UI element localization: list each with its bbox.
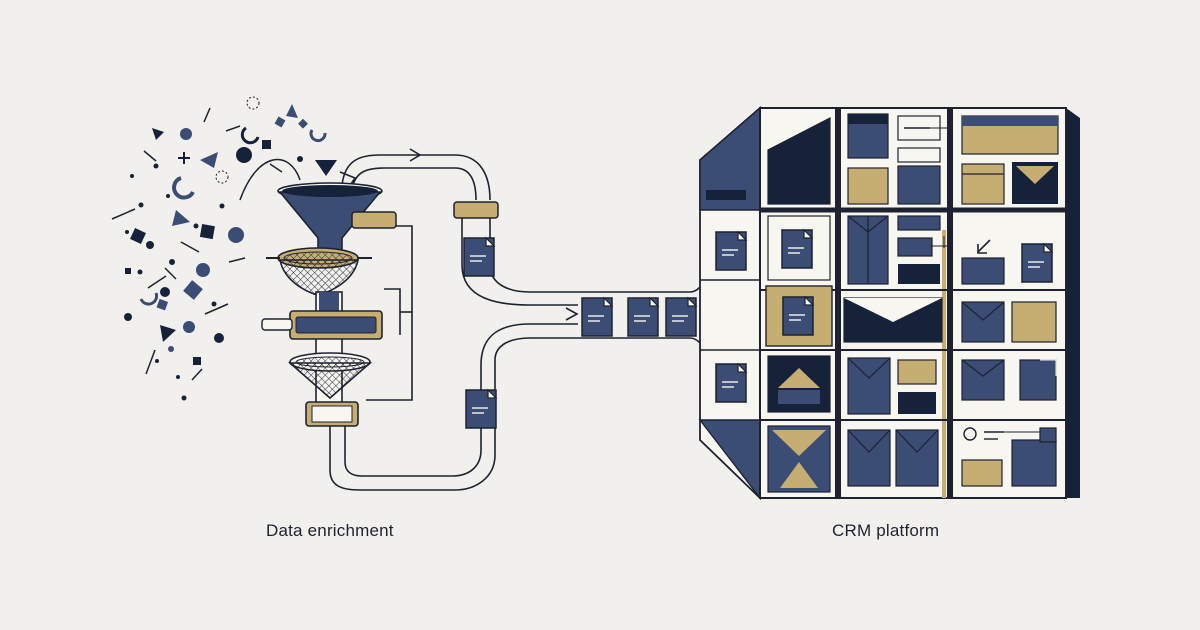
- mixing-chamber: [261, 310, 383, 340]
- sieve-icon: [287, 352, 373, 400]
- arrow-icon: [339, 148, 579, 321]
- crm-platform-caption: CRM platform: [832, 521, 940, 540]
- outlet-ring: [305, 401, 359, 427]
- sieve-icon: [266, 247, 372, 296]
- pipe-network: [329, 154, 741, 491]
- document-icon: [665, 297, 697, 337]
- funnel-icon: [277, 182, 397, 263]
- document-icon: [463, 237, 495, 277]
- data-particles: [111, 96, 337, 401]
- pipe-clamp: [453, 201, 499, 219]
- document-icon: [581, 297, 613, 337]
- document-icon: [715, 363, 747, 403]
- document-icon: [465, 389, 497, 429]
- document-icon: [715, 231, 747, 271]
- intake-stream: [239, 158, 301, 201]
- document-icon: [627, 297, 659, 337]
- crm-grid-icon: [698, 106, 1080, 501]
- data-enrichment-caption: Data enrichment: [266, 521, 394, 540]
